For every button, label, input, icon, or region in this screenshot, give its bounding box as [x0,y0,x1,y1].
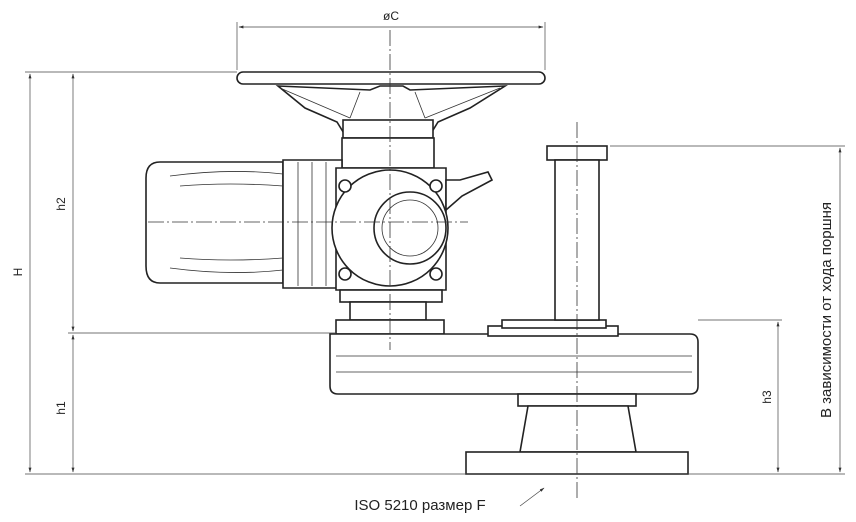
h3-label: h3 [760,390,774,404]
flange-note-label: ISO 5210 размер F [354,497,485,514]
center-lines [148,30,578,500]
handwheel [236,71,546,139]
h-label: H [11,268,25,277]
electric-motor [145,159,343,289]
h1-label: h1 [54,401,68,415]
diameter-c-label: øC [383,9,399,23]
h2-label: h2 [54,197,68,211]
extension-lines [25,71,845,475]
flange-leader [519,487,545,507]
dimension-diameter-c [236,22,546,70]
piston-stroke-label: В зависимости от хода поршня [818,202,835,418]
gear-housing [331,167,494,303]
actuator-neck [341,137,435,169]
gearbox [329,319,699,395]
